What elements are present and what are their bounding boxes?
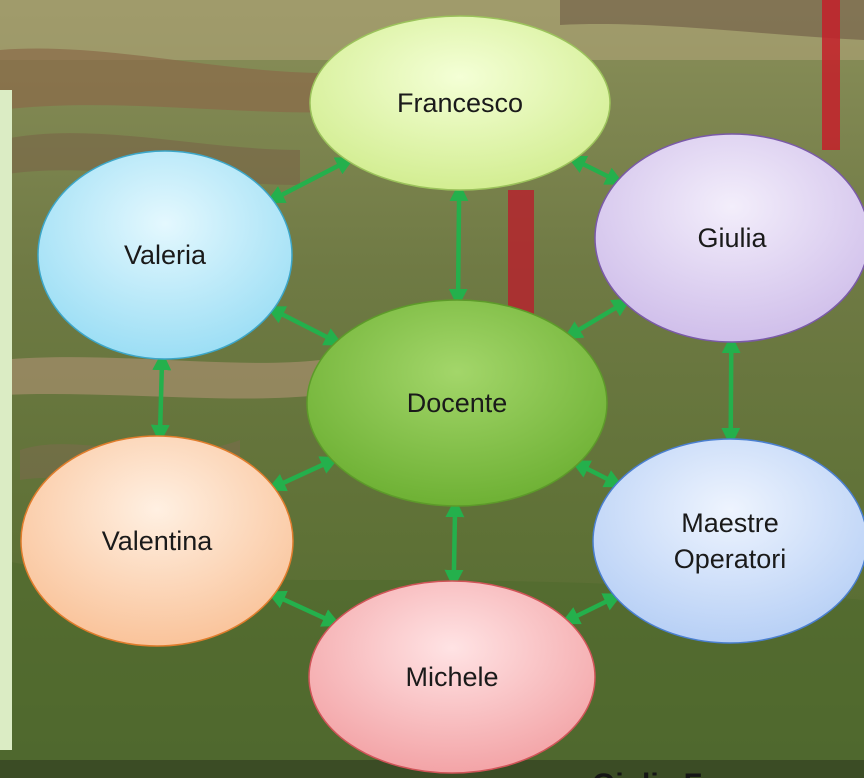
arrow-docente-maestre [570,460,624,488]
connection-arrows [150,155,741,627]
node-maestre-shape [592,438,864,644]
node-maestre-label-1: Maestre [681,508,779,538]
node-michele: Michele [308,580,596,774]
node-giulia-label: Giulia [697,223,767,253]
node-valentina-shape [20,435,294,647]
node-valeria: Valeria [37,150,293,360]
arrow-francesco-valeria [265,156,355,204]
node-maestre-label-2: Operatori [674,544,787,574]
node-francesco-label: Francesco [397,88,523,118]
node-michele-label: Michele [405,662,498,692]
arrow-valeria-valentina [150,351,172,444]
arrow-francesco-giulia [566,155,625,185]
footer-caption: Giulia Fr... [592,768,737,778]
arrow-docente-michele [444,498,465,589]
node-docente: Docente [306,299,608,507]
node-valentina-label: Valentina [102,526,214,556]
arrow-francesco-docente [448,182,469,308]
node-francesco: Francesco [309,15,611,191]
arrow-docente-valentina [266,456,340,492]
node-valeria-shape [37,150,293,360]
node-michele-shape [308,580,596,774]
node-francesco-shape [309,15,611,191]
node-giulia-shape [594,133,864,343]
arrow-giulia-docente [563,298,632,340]
arrow-valeria-docente [266,305,344,346]
arrow-valentina-michele [266,590,342,627]
node-docente-label: Docente [407,388,508,418]
arrow-maestre-michele [560,593,623,625]
node-valentina: Valentina [20,435,294,647]
arrow-giulia-maestre [721,334,741,447]
node-giulia: Giulia [594,133,864,343]
node-docente-shape [306,299,608,507]
node-valeria-label: Valeria [124,240,207,270]
